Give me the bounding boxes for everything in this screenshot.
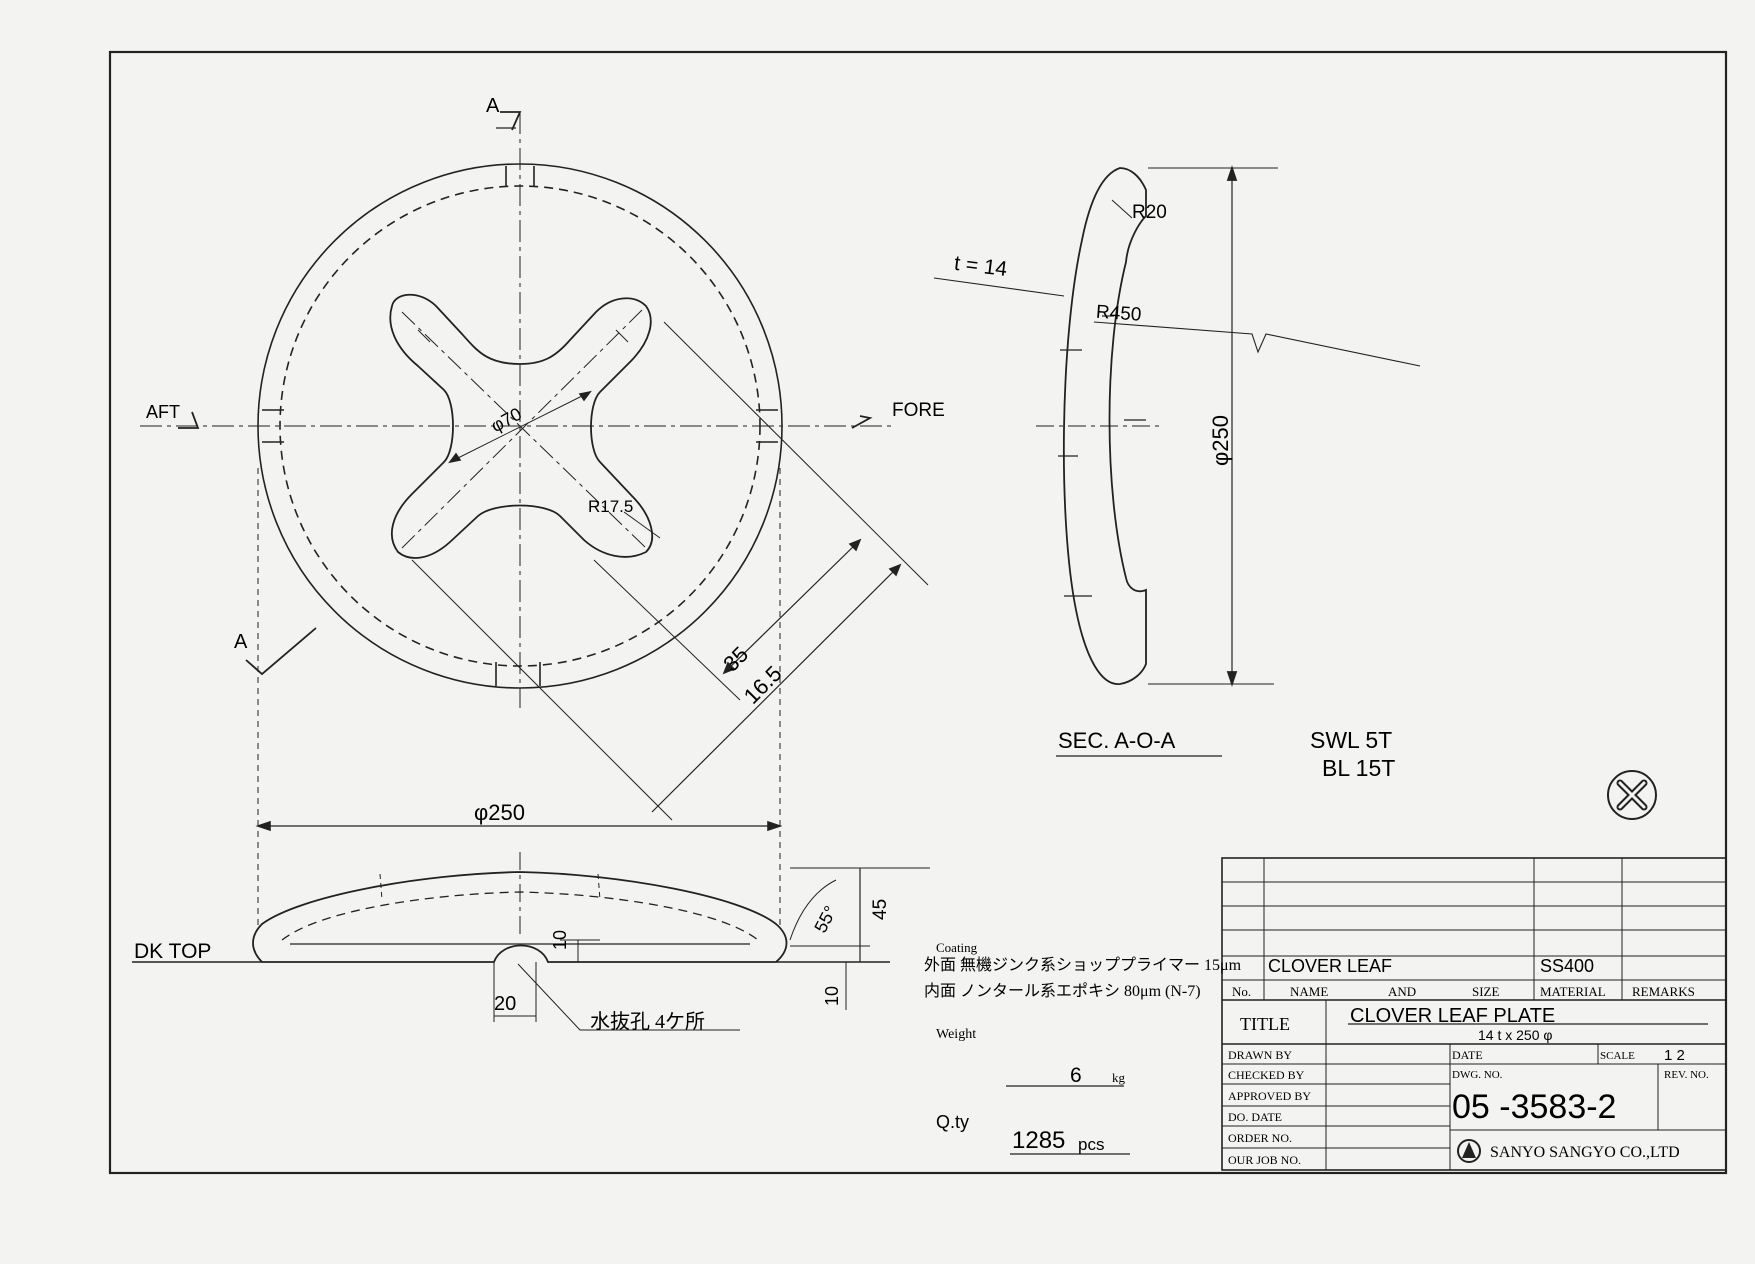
coating-label: Coating	[936, 940, 978, 955]
section-title: SEC. A-O-A	[1058, 728, 1176, 753]
do-date-label: DO. DATE	[1228, 1110, 1282, 1124]
checked-by-label: CHECKED BY	[1228, 1068, 1305, 1082]
dim-thickness: t = 14	[953, 252, 1009, 281]
part-name: CLOVER LEAF	[1268, 956, 1392, 976]
scale-label: SCALE	[1600, 1050, 1635, 1062]
coating-outer: 外面 無機ジンク系ショッププライマー 15μm	[924, 956, 1242, 974]
label-aft: AFT	[146, 402, 180, 422]
coating-inner: 内面 ノンタール系エポキシ 80μm (N-7)	[924, 982, 1201, 1000]
weight-value: 6	[1070, 1064, 1082, 1087]
dim-radius: R17.5	[588, 497, 633, 516]
col-material: MATERIAL	[1540, 984, 1606, 999]
title-value: CLOVER LEAF PLATE	[1350, 1005, 1555, 1027]
weight-label: Weight	[936, 1027, 976, 1042]
dim-r20: R20	[1132, 202, 1167, 223]
dim-section-dia: φ250	[1208, 415, 1233, 466]
drain-hole-note: 水抜孔 4ケ所	[590, 1010, 705, 1033]
side-view	[132, 852, 930, 1031]
swl-rating: SWL 5T	[1310, 727, 1392, 753]
section-mark-bottom: A	[234, 631, 248, 653]
dim-20: 20	[494, 993, 516, 1015]
dwg-no-label: DWG. NO.	[1452, 1069, 1503, 1081]
dk-top-label: DK TOP	[134, 940, 211, 963]
clover-cutout	[389, 293, 654, 559]
our-job-no-label: OUR JOB NO.	[1228, 1153, 1301, 1167]
section-profile	[1062, 167, 1147, 685]
col-no: No.	[1232, 984, 1251, 999]
qty-value: 1285	[1012, 1127, 1065, 1154]
col-remarks: REMARKS	[1632, 984, 1695, 999]
company-name: SANYO SANGYO CO.,LTD	[1490, 1144, 1680, 1161]
section-view	[933, 165, 1421, 687]
dim-45: 45	[870, 899, 891, 920]
company-logo	[1457, 1139, 1481, 1163]
dim-angle: 55°	[810, 903, 840, 936]
date-label: DATE	[1452, 1048, 1483, 1062]
label-fore: FORE	[892, 400, 945, 421]
title-block-grid	[1221, 857, 1727, 1171]
drawn-by-label: DRAWN BY	[1228, 1048, 1292, 1062]
weight-unit: kg	[1112, 1070, 1126, 1085]
dim-10b: 10	[822, 986, 842, 1006]
qty-label: Q.ty	[936, 1112, 969, 1132]
scale-value: 1 2	[1664, 1047, 1685, 1064]
dim-outer-dia: φ250	[474, 800, 525, 825]
col-name: NAME	[1290, 984, 1328, 999]
dwg-no: 05 -3583-2	[1452, 1088, 1616, 1126]
bl-rating: BL 15T	[1322, 755, 1395, 781]
dim-35: 35	[718, 642, 753, 677]
col-size: SIZE	[1472, 984, 1500, 999]
approved-by-label: APPROVED BY	[1228, 1089, 1311, 1103]
title-size: 14 t x 250 φ	[1478, 1027, 1552, 1043]
section-mark-top: A	[486, 95, 500, 117]
col-and: AND	[1388, 984, 1416, 999]
plan-view	[140, 111, 929, 930]
order-no-label: ORDER NO.	[1228, 1131, 1292, 1145]
clover-symbol	[1607, 770, 1657, 820]
qty-unit: pcs	[1078, 1135, 1104, 1154]
part-material: SS400	[1540, 956, 1594, 976]
rev-no-label: REV. NO.	[1664, 1069, 1709, 1081]
dim-10: 10	[550, 930, 570, 950]
dim-r450: R450	[1095, 302, 1142, 326]
title-label: TITLE	[1240, 1014, 1290, 1034]
side-profile	[252, 871, 788, 963]
sheet-border	[108, 50, 1728, 1175]
